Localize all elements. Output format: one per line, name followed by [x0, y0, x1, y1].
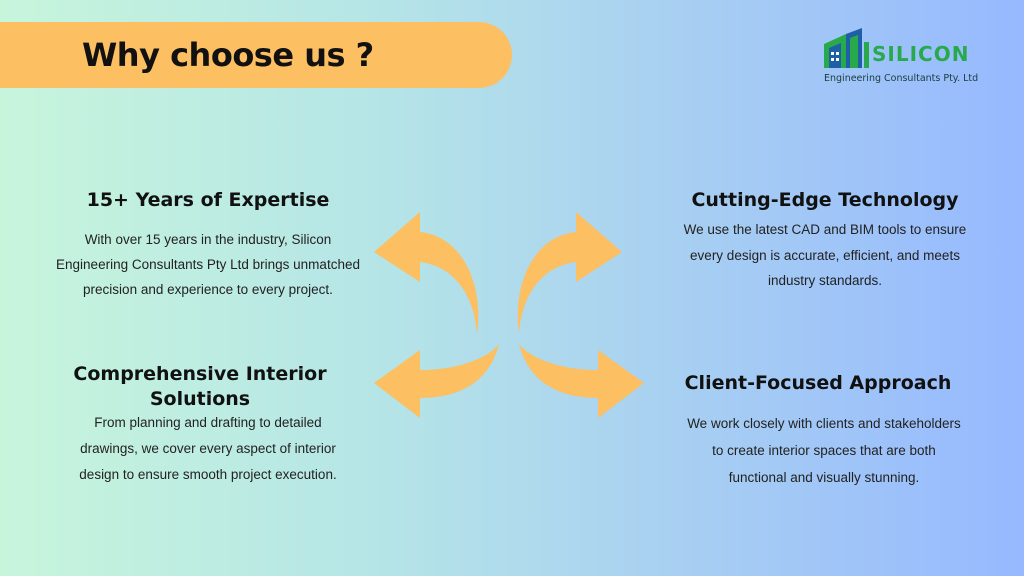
feature-heading-client: Client-Focused Approach [684, 372, 952, 394]
logo-subtitle: Engineering Consultants Pty. Ltd [824, 73, 979, 84]
logo-wordmark: SILICON [872, 42, 970, 66]
text-line: We work closely with clients and stakeho… [687, 416, 961, 431]
feature-text-expertise: With over 15 years in the industry, Sili… [52, 227, 364, 302]
title-banner: Why choose us ? [0, 22, 512, 88]
feature-heading-technology: Cutting-Edge Technology [691, 189, 959, 211]
text-line: precision and experience to every projec… [83, 282, 333, 297]
arrow-bottom-right-icon [519, 344, 644, 418]
page-title: Why choose us ? [82, 36, 374, 74]
feature-heading-expertise: 15+ Years of Expertise [86, 189, 330, 211]
company-logo: SILICON Engineering Consultants Pty. Ltd [822, 28, 1002, 92]
building-logo-icon [824, 28, 869, 68]
text-line: From planning and drafting to detailed [94, 415, 322, 430]
text-line: to create interior spaces that are both [712, 443, 936, 458]
arrow-top-right-icon [517, 212, 622, 334]
text-line: drawings, we cover every aspect of inter… [80, 441, 336, 456]
feature-text-interior: From planning and drafting to detailed d… [52, 410, 364, 488]
text-line: functional and visually stunning. [728, 470, 920, 485]
heading-line: Solutions [149, 388, 251, 410]
feature-text-technology: We use the latest CAD and BIM tools to e… [670, 217, 980, 294]
heading-line: Comprehensive Interior [73, 363, 327, 385]
curved-arrows-graphic [374, 212, 644, 418]
arrow-bottom-left-icon [374, 344, 499, 418]
text-line: industry standards. [767, 273, 883, 288]
text-line: We use the latest CAD and BIM tools to e… [683, 222, 967, 237]
text-line: With over 15 years in the industry, Sili… [84, 232, 332, 247]
feature-heading-interior: Comprehensive Interior Solutions [48, 362, 352, 412]
feature-text-client: We work closely with clients and stakeho… [662, 410, 986, 491]
text-line: design to ensure smooth project executio… [79, 467, 337, 482]
text-line: Engineering Consultants Pty Ltd brings u… [56, 257, 360, 272]
text-line: every design is accurate, efficient, and… [690, 247, 960, 263]
arrow-top-left-icon [374, 212, 479, 334]
